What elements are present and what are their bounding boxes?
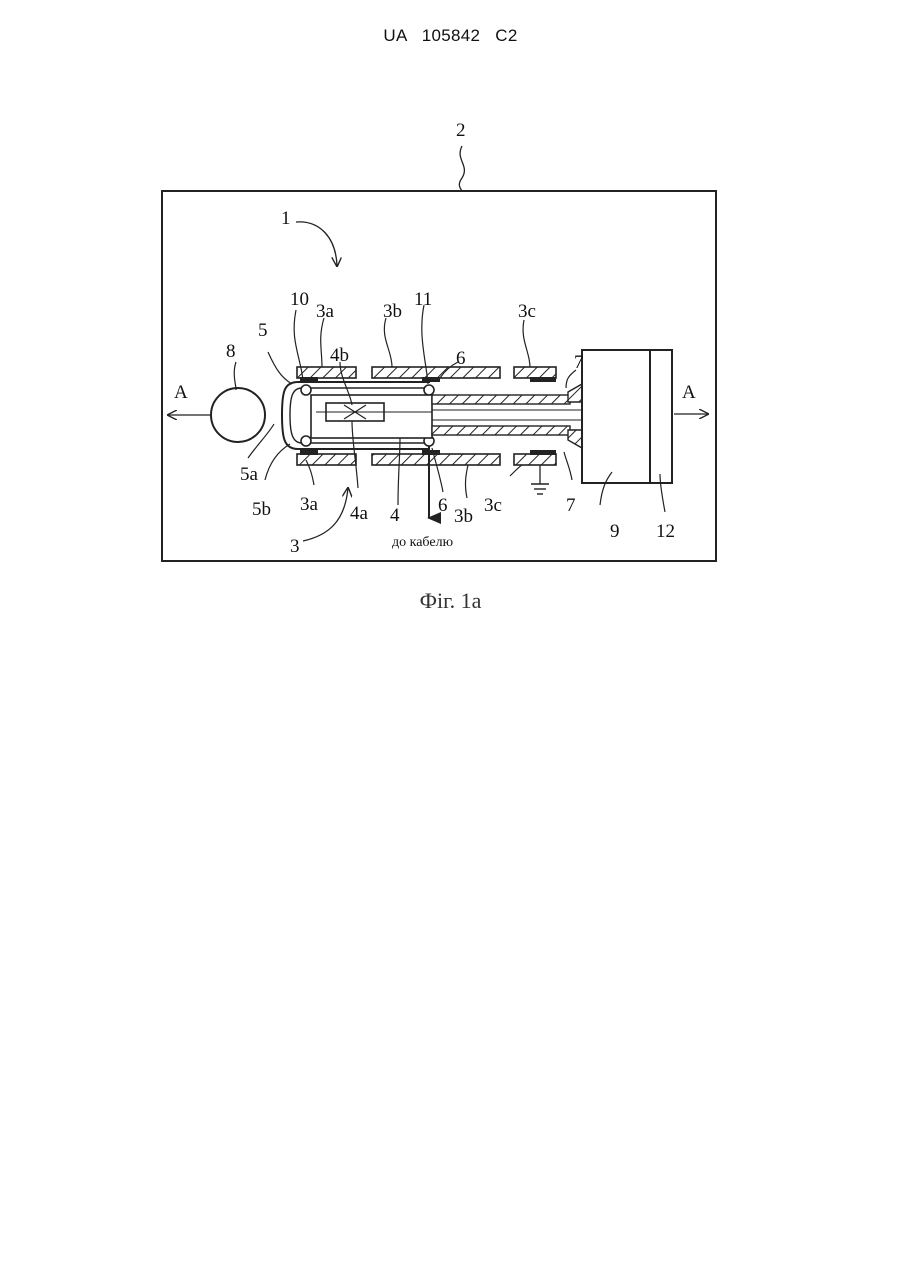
label-3b-bottom: 3b <box>454 506 473 527</box>
label-3c-top: 3c <box>518 301 536 322</box>
electrode-3b-top <box>372 367 500 378</box>
seal-9-bottom <box>568 430 582 448</box>
label-2: 2 <box>456 120 466 141</box>
shaft-tube-top <box>432 395 570 404</box>
label-5a: 5a <box>240 464 259 485</box>
pad-bot-1 <box>300 450 318 455</box>
label-3: 3 <box>290 536 300 557</box>
electrode-3a-top <box>297 367 356 378</box>
electrode-3c-top <box>514 367 556 378</box>
label-3b-top: 3b <box>383 301 402 322</box>
label-3a-bottom: 3a <box>300 494 319 515</box>
seal-9-top <box>568 384 582 402</box>
block-12 <box>650 350 672 483</box>
label-11: 11 <box>414 289 432 310</box>
label-4a: 4a <box>350 503 369 524</box>
pad-bot-2 <box>422 450 440 455</box>
label-9: 9 <box>610 521 620 542</box>
label-10: 10 <box>290 289 309 310</box>
ball-8 <box>211 388 265 442</box>
figure-caption: Фіг. 1a <box>0 588 901 614</box>
label-3a-top: 3a <box>316 301 335 322</box>
label-6-top: 6 <box>456 348 466 369</box>
label-12: 12 <box>656 521 675 542</box>
block-9 <box>582 350 650 483</box>
label-6-bottom: 6 <box>438 495 448 516</box>
o-ring-10-bottom <box>301 436 311 446</box>
label-3c-bottom: 3c <box>484 495 502 516</box>
label-a-right: A <box>682 382 696 403</box>
patent-figure-diagram: 2 1 10 3a 3b 11 6 3c 7 5 4b 8 A A 5a 5b … <box>0 0 901 640</box>
pad-bot-3 <box>530 450 556 455</box>
electrode-3c-bottom <box>514 454 556 465</box>
electrode-3a-bottom <box>297 454 356 465</box>
label-8: 8 <box>226 341 236 362</box>
label-4b: 4b <box>330 345 349 366</box>
shaft-tube-bottom <box>432 426 570 435</box>
o-ring-10-top <box>301 385 311 395</box>
leader-2 <box>459 146 464 191</box>
label-4: 4 <box>390 505 400 526</box>
leader-1-arrow <box>296 222 337 266</box>
label-1: 1 <box>281 208 291 229</box>
o-ring-11-top <box>424 385 434 395</box>
cable-label: до кабелю <box>392 535 453 550</box>
pad-top-3 <box>530 377 556 382</box>
label-a-left: A <box>174 382 188 403</box>
label-7-bottom: 7 <box>566 495 576 516</box>
label-7-top: 7 <box>574 352 584 373</box>
label-5b: 5b <box>252 499 271 520</box>
label-5: 5 <box>258 320 268 341</box>
